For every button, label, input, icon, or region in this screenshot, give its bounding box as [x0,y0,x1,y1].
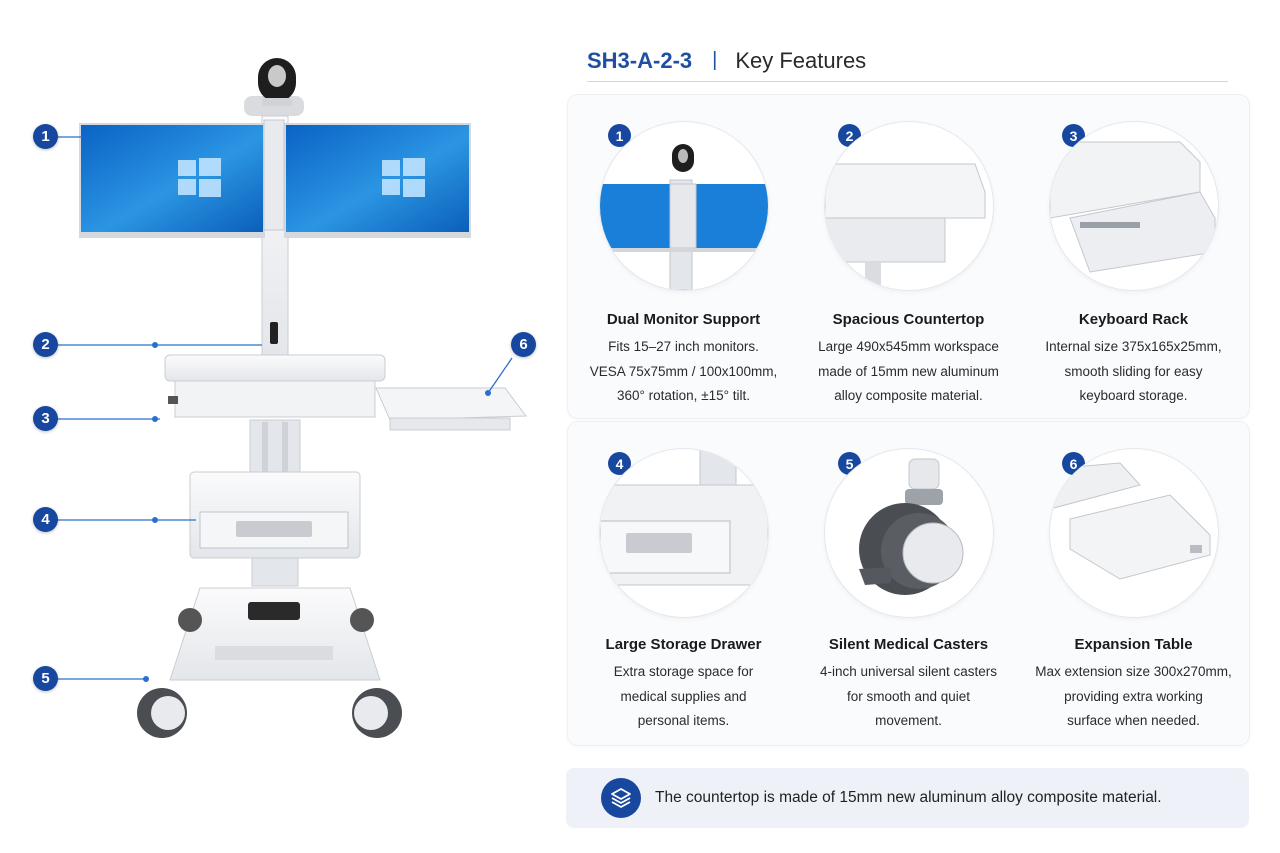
expansion-table-icon [1050,449,1218,617]
feature-title: Large Storage Drawer [605,636,762,653]
webcam [244,58,304,116]
feature-number: 4 [608,452,631,475]
description-line: VESA 75x75mm / 100x100mm, [589,363,778,379]
feature-card: 5 Silent Medical Casters 4-inch universa… [795,422,1022,742]
feature-description: Max extension size 300x270mm, providing … [1026,660,1241,734]
description-line: medical supplies and [620,688,747,704]
description-line: personal items. [637,713,730,728]
feature-description: Extra storage space for medical supplies… [576,660,791,734]
description-line: providing extra working [1064,688,1203,704]
feature-description: Fits 15–27 inch monitors. VESA 75x75mm /… [576,335,791,409]
description-line: Max extension size 300x270mm, [1035,664,1232,679]
callout-2: 2 [33,332,58,357]
feature-description: Large 490x545mm workspace made of 15mm n… [801,335,1016,409]
feature-card: 6 Expansion Table Max extension size 300… [1020,422,1247,742]
description-line: 360° rotation, ±15° tilt. [616,388,751,403]
callout-6: 6 [511,332,536,357]
dual-monitor-icon [600,122,768,290]
right-monitor [284,123,471,238]
callout-1: 1 [33,124,58,149]
section-title: Key Features [735,47,867,73]
heading-separator: | [712,49,718,71]
cart-illustration [57,58,527,738]
feature-description: 4-inch universal silent casters for smoo… [801,660,1016,734]
storage-drawer-icon [600,449,768,617]
countertop-icon [825,122,993,290]
description-line: keyboard storage. [1079,388,1188,403]
description-line: Extra storage space for [613,664,754,679]
feature-card: 2 Spacious Countertop Large 490x545mm wo… [795,95,1022,415]
note-text: The countertop is made of 15mm new alumi… [655,789,1162,806]
description-line: smooth sliding for easy [1064,363,1203,379]
feature-number: 1 [608,124,631,147]
callout-5: 5 [33,666,58,691]
layers-icon [601,778,641,818]
section-heading: SH3-A-2-3 | Key Features [587,40,1228,82]
model-number: SH3-A-2-3 [587,47,693,73]
caster-wheels [137,608,402,738]
material-note: The countertop is made of 15mm new alumi… [566,768,1249,828]
description-line: 4-inch universal silent casters [819,664,998,679]
description-line: surface when needed. [1067,713,1200,728]
description-line: for smooth and quiet [846,688,971,704]
description-line: Internal size 375x165x25mm, [1045,339,1222,354]
feature-card: 1 Dual Monitor Support Fits 15–27 inch m… [570,95,797,415]
description-line: Large 490x545mm workspace [818,339,999,354]
left-monitor [79,123,265,238]
callout-4: 4 [33,507,58,532]
description-line: alloy composite material. [834,388,983,403]
feature-card: 3 Keyboard Rack Internal size 375x165x25… [1020,95,1247,415]
feature-title: Dual Monitor Support [606,311,761,328]
feature-title: Silent Medical Casters [828,636,989,653]
description-line: movement. [875,713,942,728]
feature-title: Keyboard Rack [1078,311,1189,328]
feature-title: Expansion Table [1074,636,1193,653]
caster-wheel-icon [825,449,993,617]
feature-title: Spacious Countertop [832,311,985,328]
keyboard-drawer-icon [1050,122,1218,290]
feature-description: Internal size 375x165x25mm, smooth slidi… [1026,335,1241,409]
feature-card: 4 Large Storage Drawer Extra storage spa… [570,422,797,742]
description-line: made of 15mm new aluminum [818,363,999,379]
callout-3: 3 [33,406,58,431]
description-line: Fits 15–27 inch monitors. [608,339,759,354]
